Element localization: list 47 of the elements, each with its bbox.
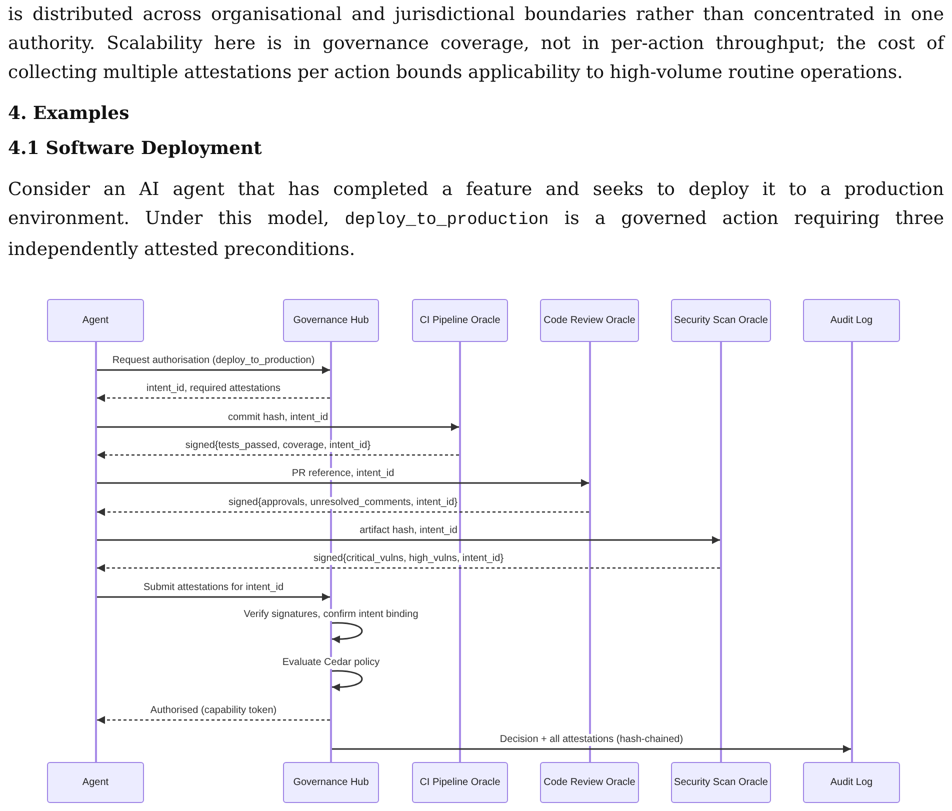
edge-label: artifact hash, intent_id [358, 525, 458, 537]
self-loop-arrow [332, 622, 363, 644]
edge-label: intent_id, required attestations [146, 383, 282, 395]
edge-label: PR reference, intent_id [290, 468, 396, 480]
edge-label: Evaluate Cedar policy [281, 657, 381, 669]
participant-box: Audit Log [803, 762, 900, 803]
participant-box: Governance Hub [283, 762, 379, 803]
lifeline [589, 342, 591, 762]
lifeline [720, 342, 722, 762]
participant-box: Security Scan Oracle [671, 299, 771, 342]
edge-label: Verify signatures, confirm intent binding [242, 609, 420, 621]
participant-box: CI Pipeline Oracle [412, 299, 508, 342]
participant-box: CI Pipeline Oracle [412, 762, 508, 803]
arrow [97, 593, 330, 601]
body-paragraph: Consider an AI agent that has completed a feature and seeks to deploy it to a production environment. Under this model, deploy_to_production is a governed action requiring three independently attested preconditions. [8, 178, 944, 262]
dashed-arrow [97, 508, 589, 516]
lifeline [851, 342, 853, 762]
edge-label: Request authorisation (deploy_to_production) [111, 355, 316, 367]
edge-label: commit hash, intent_id [226, 412, 330, 424]
dashed-arrow [97, 716, 330, 724]
lifeline [95, 342, 97, 762]
edge-label: Decision + all attestations (hash-chained) [498, 734, 684, 746]
self-loop-arrow [332, 670, 363, 692]
participant-box: Code Review Oracle [540, 299, 639, 342]
dashed-arrow [97, 394, 330, 402]
participant-box: Audit Log [803, 299, 900, 342]
participant-box: Agent [47, 762, 144, 803]
body-paragraph: is distributed across organisational and jurisdictional boundaries rather than concentrated in one authority. Scalability here is in governance coverage, not in per-action throughput; the cost of collecting multiple attestations per action bounds applicability to high-volume routine operations. [8, 3, 944, 85]
participant-box: Governance Hub [283, 299, 379, 342]
edge-label: signed{approvals, unresolved_comments, intent_id} [227, 497, 459, 509]
section-heading: 4. Examples [8, 102, 130, 126]
edge-label: signed{tests_passed, coverage, intent_id} [184, 440, 372, 452]
arrow [97, 536, 720, 544]
lifeline [459, 342, 461, 762]
subsection-heading: 4.1 Software Deployment [8, 137, 262, 161]
edge-label: signed{critical_vulns, high_vulns, intent_id} [312, 553, 505, 565]
participant-box: Code Review Oracle [540, 762, 639, 803]
dashed-arrow [97, 451, 459, 459]
arrow [332, 745, 851, 753]
dashed-arrow [97, 564, 720, 572]
edge-label: Authorised (capability token) [149, 705, 278, 717]
arrow [97, 366, 330, 374]
participant-box: Security Scan Oracle [671, 762, 771, 803]
participant-box: Agent [47, 299, 144, 342]
arrow [97, 423, 459, 431]
edge-label: Submit attestations for intent_id [142, 582, 285, 594]
arrow [97, 479, 589, 487]
